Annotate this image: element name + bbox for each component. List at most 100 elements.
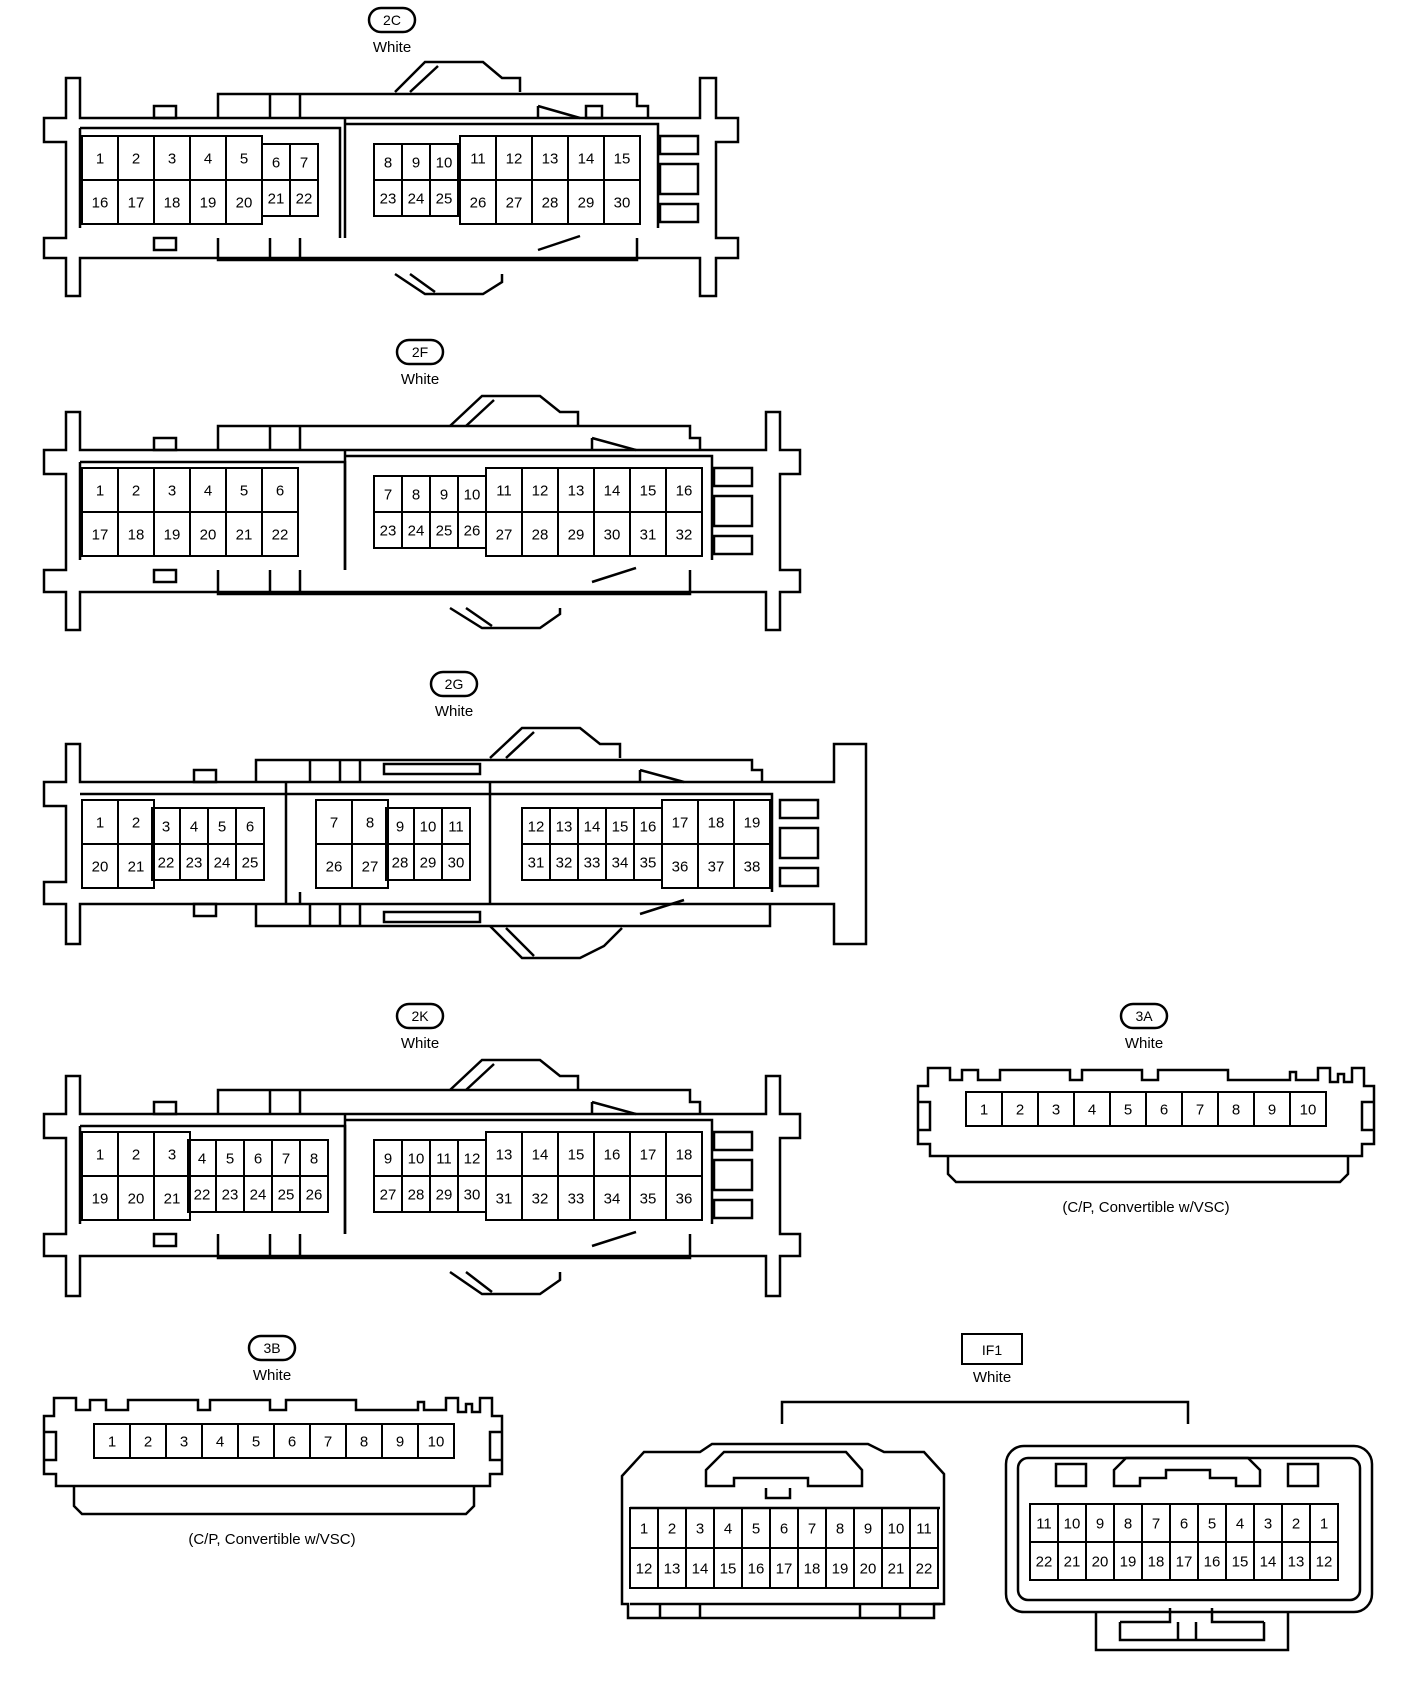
pin-number: 9	[1096, 1516, 1104, 1533]
pin-number: 18	[676, 1147, 693, 1164]
pin-number: 13	[1288, 1554, 1305, 1571]
connector-2K-latch-bot	[449, 1270, 562, 1296]
pin-number: 7	[808, 1521, 816, 1538]
pin-number: 11	[496, 483, 512, 500]
pin-number: 34	[612, 855, 629, 872]
connector-3A	[916, 1066, 1376, 1184]
pin-number: 17	[672, 815, 689, 832]
connector-2K-bot-strip	[216, 1234, 692, 1260]
pin-number: 6	[780, 1521, 788, 1538]
pin-cell	[417, 1423, 455, 1459]
pin-number: 16	[676, 483, 693, 500]
pin-number: 25	[278, 1187, 295, 1204]
pin-cell	[117, 843, 155, 889]
pin-number: 7	[330, 815, 338, 832]
pin-number: 16	[640, 819, 657, 836]
pin-number: 10	[420, 819, 437, 836]
pin-number: 2	[132, 483, 140, 500]
pin-number: 4	[1088, 1102, 1096, 1119]
pin-number: 31	[640, 527, 657, 544]
pin-number: 28	[532, 527, 549, 544]
pin-cell	[665, 1175, 703, 1221]
pin-number: 14	[604, 483, 621, 500]
pin-number: 31	[496, 1191, 513, 1208]
pin-number: 2	[668, 1521, 676, 1538]
pin-number: 10	[888, 1521, 905, 1538]
pin-number: 8	[360, 1434, 368, 1451]
pin-number: 1	[640, 1521, 648, 1538]
pin-cell	[153, 1175, 191, 1221]
pin-number: 1	[980, 1102, 988, 1119]
pin-number: 9	[384, 1151, 392, 1168]
pin-cell	[429, 179, 459, 217]
pin-number: 12	[532, 483, 549, 500]
connector-2G-slot-2	[778, 826, 820, 860]
connector-2K-slot-1	[712, 1130, 754, 1152]
pin-number: 35	[640, 1191, 657, 1208]
pin-number: 3	[162, 819, 170, 836]
pin-number: 14	[1260, 1554, 1277, 1571]
pin-number: 18	[1148, 1554, 1165, 1571]
connector-2C-nub-top	[152, 104, 178, 120]
pin-number: 22	[1036, 1554, 1053, 1571]
pin-number: 28	[392, 855, 409, 872]
connector-2F-arrow-top	[590, 436, 637, 452]
pin-number: 30	[604, 527, 621, 544]
connector-2F-slot-1	[712, 466, 754, 488]
connector-2F-nub-top	[152, 436, 178, 452]
pin-number: 13	[556, 819, 573, 836]
pin-number: 10	[436, 155, 453, 172]
pin-number: 26	[326, 859, 343, 876]
pin-number: 1	[96, 815, 104, 832]
pin-number: 27	[496, 527, 513, 544]
pin-cell	[733, 843, 771, 889]
connector-2F-slot-3	[712, 534, 754, 556]
pin-number: 6	[272, 155, 280, 172]
pin-number: 9	[396, 819, 404, 836]
pin-number: 21	[1064, 1554, 1081, 1571]
pin-cell	[351, 843, 389, 889]
connector-2G-slot-1	[778, 798, 820, 820]
connector-2C-inner-right	[343, 118, 660, 238]
connector-2C-arrow-top	[536, 104, 581, 120]
pin-number: 24	[214, 855, 231, 872]
pin-number: 17	[640, 1147, 657, 1164]
pin-number: 24	[250, 1187, 267, 1204]
pin-number: 29	[420, 855, 437, 872]
pin-number: 15	[614, 151, 631, 168]
connector-3B-caption: (C/P, Convertible w/VSC)	[188, 1531, 355, 1548]
connector-2G	[42, 726, 868, 960]
pin-number: 2	[132, 151, 140, 168]
connector-3B-side-r	[488, 1430, 502, 1462]
pin-number: 10	[428, 1434, 445, 1451]
pin-number: 7	[1196, 1102, 1204, 1119]
pin-number: 20	[860, 1561, 877, 1578]
pin-number: 1	[96, 151, 104, 168]
pin-number: 9	[864, 1521, 872, 1538]
pin-number: 29	[568, 527, 585, 544]
pin-number: 15	[568, 1147, 585, 1164]
pin-number: 18	[128, 527, 145, 544]
pin-number: 10	[1300, 1102, 1317, 1119]
connector-2G-arrow-top	[638, 768, 685, 784]
pin-number: 16	[748, 1561, 765, 1578]
connector-2G-housing	[42, 742, 868, 946]
connector-2K-inner-right	[343, 1114, 714, 1234]
pin-number: 15	[612, 819, 629, 836]
pin-number: 5	[752, 1521, 760, 1538]
pin-number: 16	[1204, 1554, 1221, 1571]
pin-number: 16	[92, 195, 109, 212]
pin-number: 26	[470, 195, 487, 212]
connector-2C-slot-2	[658, 162, 700, 196]
pin-number: 11	[916, 1521, 932, 1538]
connector-IF1-right-slot-l	[1054, 1462, 1088, 1488]
pin-number: 12	[1316, 1554, 1333, 1571]
pin-number: 1	[96, 1147, 104, 1164]
pin-number: 30	[464, 1187, 481, 1204]
connector-2G-arrow-bot	[639, 898, 685, 916]
connector-2G-latch-bot	[489, 925, 623, 960]
pin-number: 5	[1208, 1516, 1216, 1533]
pin-number: 38	[744, 859, 761, 876]
